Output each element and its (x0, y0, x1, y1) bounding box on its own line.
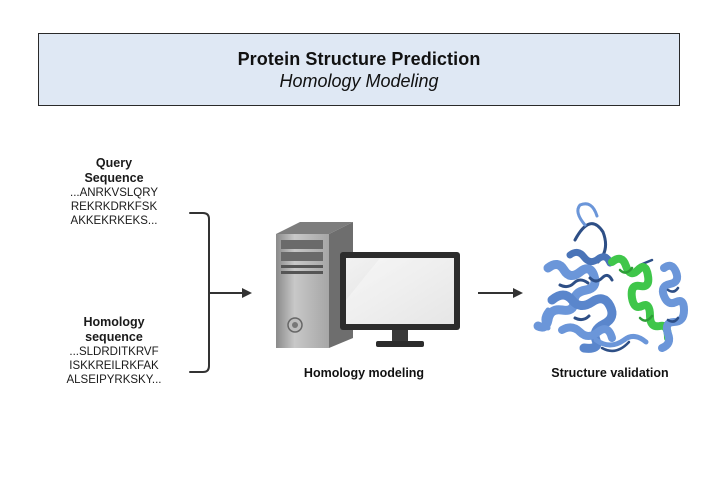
protein-structure-icon (533, 202, 688, 353)
query-title-line-1: Query (95, 156, 133, 170)
homology-title-line-2: sequence (85, 330, 143, 344)
query-title: Query Sequence (44, 156, 184, 186)
homology-sequence-block: Homology sequence ...SLDRDITKRVF ISKKREI… (44, 315, 184, 387)
arrow-to-modeling (210, 288, 252, 298)
query-seq-line-2: REKRKDRKFSK (70, 201, 158, 213)
homology-modeling-label: Homology modeling (303, 366, 425, 380)
query-seq-line-1: ...ANRKVSLQRY (70, 187, 158, 199)
homology-title-line-1: Homology (83, 315, 145, 329)
arrow-to-validation (478, 288, 523, 298)
homology-seq-line-1: ...SLDRDITKRVF (69, 346, 159, 358)
homology-seq-line-3: ALSEIPYRKSKY... (66, 374, 162, 386)
homology-seq-line-2: ISKKREILRKFAK (69, 360, 159, 372)
structure-validation-label: Structure validation (551, 366, 669, 380)
page-title: Protein Structure Prediction (237, 49, 481, 69)
query-sequence-block: Query Sequence ...ANRKVSLQRY REKRKDRKFSK… (44, 156, 184, 228)
homology-title: Homology sequence (44, 315, 184, 345)
query-seq-line-3: AKKEKRKEKS... (70, 215, 158, 227)
query-title-line-2: Sequence (84, 171, 144, 185)
sequence-bracket (189, 212, 210, 373)
page-subtitle: Homology Modeling (279, 71, 439, 91)
monitor-icon (340, 252, 460, 347)
title-banner: Protein Structure Prediction Homology Mo… (38, 33, 680, 106)
